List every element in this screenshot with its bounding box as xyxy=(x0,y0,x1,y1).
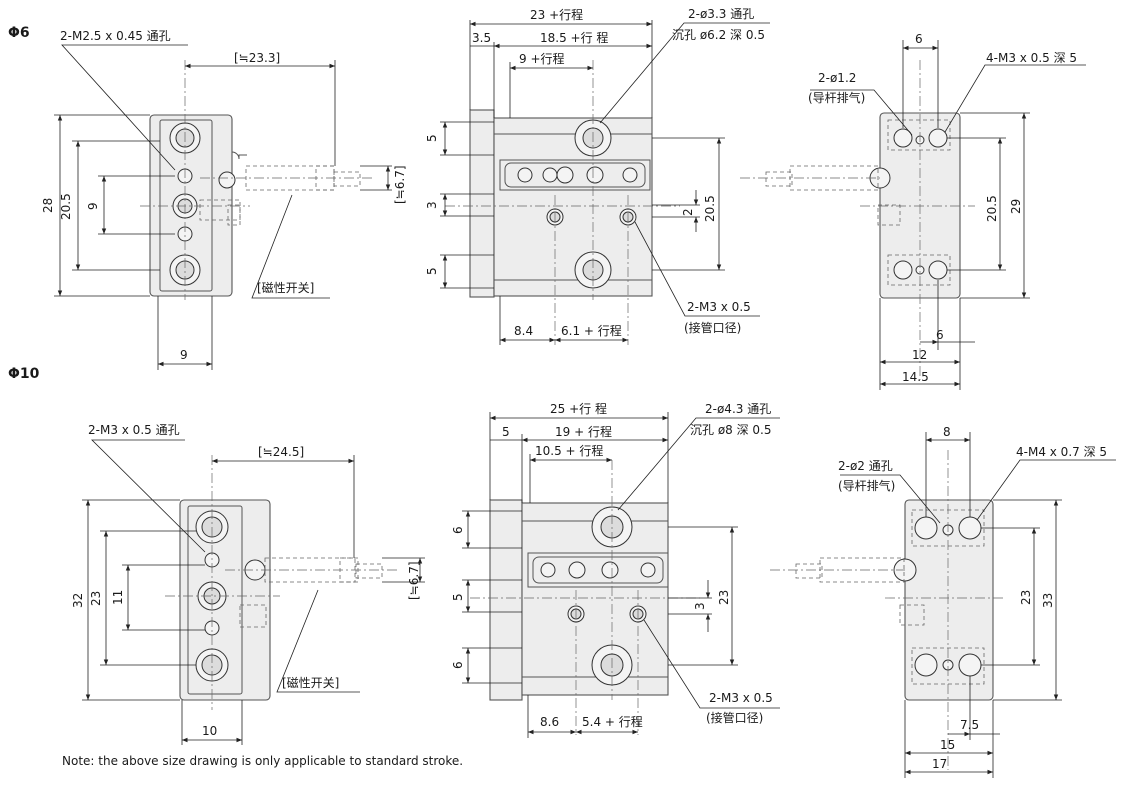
phi10-rear-view xyxy=(770,432,1116,778)
phi10-side-height-total: 32 xyxy=(71,593,85,608)
phi10-front-right-small: 3 xyxy=(693,602,707,610)
phi10-rear-vent-1: 2-ø2 通孔 xyxy=(838,459,893,473)
phi10-front-left-bot: 6 xyxy=(451,661,465,669)
phi10-front-left-mid: 5 xyxy=(451,593,465,601)
phi10-rear-tap-callout: 4-M4 x 0.7 深 5 xyxy=(1016,445,1107,459)
phi6-front-left-mid: 3 xyxy=(425,201,439,209)
phi6-rear-vent-1: 2-ø1.2 xyxy=(818,71,856,85)
phi10-front-length-total: 25 +行 程 xyxy=(550,401,607,416)
phi10-front-flange xyxy=(489,499,523,701)
phi6-front-view xyxy=(440,20,770,345)
phi10-front-bottom-b: 5.4 + 行程 xyxy=(582,714,643,729)
phi6-front-body xyxy=(493,117,653,297)
phi10-front-right-pitch: 23 xyxy=(717,590,731,605)
phi10-rear-pitch-inner: 23 xyxy=(1019,590,1033,605)
phi10-front-hole-callout-1: 2-ø4.3 通孔 xyxy=(705,402,771,416)
phi10-front-length-b: 10.5 + 行程 xyxy=(535,443,603,458)
phi6-rear-tap-callout: 4-M3 x 0.5 深 5 xyxy=(986,51,1077,65)
phi10-rear-body xyxy=(904,499,994,701)
phi6-rear-bottom-a: 6 xyxy=(936,328,944,342)
phi6-side-height-pitch: 20.5 xyxy=(59,193,73,220)
phi10-rear-pitch-outer: 33 xyxy=(1041,593,1055,608)
phi6-front-length-b: 9 +行程 xyxy=(519,51,565,66)
phi10-side-callout: 2-M3 x 0.5 通孔 xyxy=(88,423,180,437)
phi6-rear-pitch-outer: 29 xyxy=(1009,199,1023,214)
phi10-side-sensor-dia: [≒6.7] xyxy=(407,561,421,600)
phi6-front-left-bot: 5 xyxy=(425,267,439,275)
phi6-side-view xyxy=(54,44,392,370)
phi6-front-hole-callout-1: 2-ø3.3 通孔 xyxy=(688,7,754,21)
phi6-side-sensor-dia: [≒6.7] xyxy=(393,165,407,204)
phi6-front-port-callout-1: 2-M3 x 0.5 xyxy=(687,300,751,314)
phi6-rear-top-width: 6 xyxy=(915,32,923,46)
phi10-side-height-pitch: 23 xyxy=(89,591,103,606)
phi10-rear-bottom-c: 17 xyxy=(932,757,947,771)
phi10-front-port-callout-2: (接管口径) xyxy=(706,710,763,725)
section-label-phi6: Φ6 xyxy=(8,25,30,41)
footnote: Note: the above size drawing is only app… xyxy=(62,754,463,768)
section-label-phi10: Φ10 xyxy=(8,366,40,382)
phi10-side-view xyxy=(82,439,425,745)
phi6-front-port-callout-2: (接管口径) xyxy=(684,320,741,335)
phi6-side-width: 9 xyxy=(180,348,188,362)
phi6-front-flange xyxy=(469,109,495,298)
phi10-front-length-a: 19 + 行程 xyxy=(555,424,612,439)
phi10-side-sensor-offset: [≒24.5] xyxy=(258,445,304,459)
phi10-side-sensor-label: [磁性开关] xyxy=(282,675,339,690)
phi6-front-length-a: 18.5 +行 程 xyxy=(540,30,608,45)
phi6-rear-view xyxy=(740,40,1086,390)
phi6-side-height-inner: 9 xyxy=(86,202,100,210)
phi6-side-height-total: 28 xyxy=(41,198,55,213)
phi10-rear-bottom-b: 15 xyxy=(940,738,955,752)
phi6-front-right-small: 2 xyxy=(681,208,695,216)
phi10-rear-vent-2: (导杆排气) xyxy=(838,478,895,493)
phi10-front-bottom-a: 8.6 xyxy=(540,715,559,729)
phi10-side-width: 10 xyxy=(202,724,217,738)
phi6-side-callout: 2-M2.5 x 0.45 通孔 xyxy=(60,29,171,43)
phi10-front-left-top: 6 xyxy=(451,526,465,534)
phi10-rear-bottom-a: 7.5 xyxy=(960,718,979,732)
phi6-rear-pitch-inner: 20.5 xyxy=(985,195,999,222)
phi6-side-sensor-offset: [≒23.3] xyxy=(234,51,280,65)
phi10-front-port-callout-1: 2-M3 x 0.5 xyxy=(709,691,773,705)
phi6-front-flange: 3.5 xyxy=(472,31,491,45)
phi6-front-bottom-a: 8.4 xyxy=(514,324,533,338)
phi6-rear-vent-2: (导杆排气) xyxy=(808,90,865,105)
phi10-side-height-inner: 11 xyxy=(111,590,125,605)
phi6-rear-bottom-c: 14.5 xyxy=(902,370,929,384)
phi10-front-flange: 5 xyxy=(502,425,510,439)
phi6-front-length-total: 23 +行程 xyxy=(530,7,583,22)
phi6-side-sensor-label: [磁性开关] xyxy=(257,280,314,295)
phi6-front-hole-callout-2: 沉孔 ø6.2 深 0.5 xyxy=(672,28,765,42)
phi6-front-right-pitch: 20.5 xyxy=(703,195,717,222)
phi6-rear-bottom-b: 12 xyxy=(912,348,927,362)
phi10-front-hole-callout-2: 沉孔 ø8 深 0.5 xyxy=(690,423,772,437)
phi6-front-left-top: 5 xyxy=(425,134,439,142)
phi6-front-bottom-b: 6.1 + 行程 xyxy=(561,323,622,338)
phi10-front-view xyxy=(462,412,780,738)
phi10-rear-top-width: 8 xyxy=(943,425,951,439)
